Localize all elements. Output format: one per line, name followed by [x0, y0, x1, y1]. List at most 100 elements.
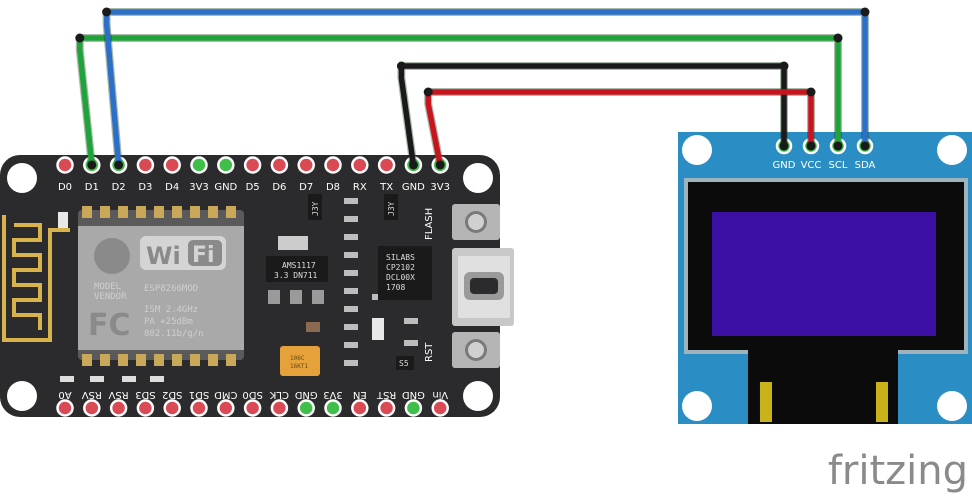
module-ism-label: ISM 2.4GHz: [144, 305, 198, 315]
pin-top-3v3: [192, 158, 207, 173]
pin-label-bottom: A0: [58, 389, 71, 400]
pin-label-top: D8: [326, 182, 340, 193]
usb-connector: [452, 248, 514, 326]
pin-label-top: D2: [112, 182, 126, 193]
pin-top-d8: [326, 158, 341, 173]
usb-chip-line4: 1708: [386, 283, 405, 292]
pin-bottom-gnd: [406, 401, 421, 416]
oled-pin-label: GND: [773, 160, 796, 171]
pin-bottom-rst: [379, 401, 394, 416]
esp8266-module: MODEL VENDOR Wi Fi ESP8266MOD FC ISM 2.4…: [78, 206, 244, 366]
wire-joint: [114, 161, 123, 170]
pin-label-bottom: RSV: [108, 389, 128, 400]
pin-label-top: TX: [379, 182, 393, 193]
pin-top-d4: [165, 158, 180, 173]
mount-hole: [7, 163, 37, 193]
oled-screen: [712, 212, 936, 336]
wire-joint: [834, 34, 843, 43]
pin-label-top: D1: [85, 182, 99, 193]
oled-pin-label: SCL: [829, 160, 848, 171]
usb-chip-line1: SILABS: [386, 253, 415, 262]
pin-label-top: D4: [165, 182, 179, 193]
pin-label-bottom: GND: [402, 389, 425, 400]
reset-button-label: RST: [424, 342, 435, 362]
mount-hole: [937, 135, 967, 165]
wire-joint: [807, 142, 816, 151]
module-vendor-label: VENDOR: [94, 292, 127, 302]
wifi-brand-accent: Fi: [192, 243, 215, 268]
reset-button[interactable]: [452, 332, 500, 368]
wire-joint: [75, 34, 84, 43]
pin-label-bottom: SD2: [162, 389, 182, 400]
fritzing-watermark: fritzing: [828, 448, 968, 494]
pin-bottom-gnd: [299, 401, 314, 416]
wire-joint: [861, 8, 870, 17]
pin-bottom-sd0: [245, 401, 260, 416]
pin-bottom-rsv: [84, 401, 99, 416]
oled-ribbon-edge: [876, 382, 888, 422]
wire-joint: [102, 8, 111, 17]
pin-label-top: RX: [353, 182, 367, 193]
module-name-label: ESP8266MOD: [144, 284, 198, 294]
pin-top-d0: [58, 158, 73, 173]
pin-top-d6: [272, 158, 287, 173]
regulator-line1: AMS1117: [282, 261, 316, 270]
cap-label: 106C: [290, 355, 305, 362]
pin-top-d3: [138, 158, 153, 173]
pin-label-top: D3: [138, 182, 152, 193]
wire-joint: [807, 88, 816, 97]
pin-label-bottom: EN: [353, 389, 367, 400]
wire-joint: [397, 62, 406, 71]
pin-label-top: D7: [299, 182, 313, 193]
pin-label-bottom: RST: [376, 389, 396, 400]
wifi-brand-text: Wi: [146, 242, 181, 270]
smd-mark-2: J3Y: [387, 201, 396, 216]
mount-hole: [682, 135, 712, 165]
pin-top-gnd: [218, 158, 233, 173]
wire-joint: [424, 88, 433, 97]
flash-button-label: FLASH: [424, 208, 435, 240]
pin-label-bottom: Vin: [432, 389, 448, 400]
pin-bottom-sd3: [138, 401, 153, 416]
pin-label-bottom: SD3: [135, 389, 155, 400]
pin-top-d5: [245, 158, 260, 173]
mount-hole: [937, 391, 967, 421]
pin-label-bottom: 3V3: [323, 389, 343, 400]
pin-bottom-3v3: [326, 401, 341, 416]
bottom-pin-header: A0RSVRSVSD3SD2SD1CMDSD0CLKGND3V3ENRSTGND…: [58, 389, 449, 416]
nodemcu-board: MODEL VENDOR Wi Fi ESP8266MOD FC ISM 2.4…: [0, 155, 514, 417]
pin-bottom-clk: [272, 401, 287, 416]
oled-ribbon-edge: [760, 382, 772, 422]
fcc-logo-icon: FC: [88, 308, 131, 343]
smd-mark-1: J3Y: [311, 201, 320, 216]
pin-top-rx: [352, 158, 367, 173]
pin-bottom-rsv: [111, 401, 126, 416]
mount-hole: [7, 381, 37, 411]
pin-label-top: D6: [272, 182, 286, 193]
cap-label-2: 16KT1: [290, 363, 308, 370]
wire-joint: [436, 161, 445, 170]
module-pa-label: PA +25dBm: [144, 317, 193, 327]
regulator-line2: 3.3 DN711: [274, 271, 318, 280]
wifi-logo-icon: [94, 238, 130, 274]
pin-top-tx: [379, 158, 394, 173]
pin-label-bottom: CMD: [214, 389, 238, 400]
wire-joint: [409, 161, 418, 170]
pin-label-top: GND: [214, 182, 237, 193]
pin-label-top: 3V3: [189, 182, 209, 193]
pin-label-top: 3V3: [430, 182, 450, 193]
pin-label-bottom: SD1: [189, 389, 209, 400]
pin-bottom-vin: [433, 401, 448, 416]
pin-bottom-a0: [58, 401, 73, 416]
module-std-label: 802.11b/g/n: [144, 329, 204, 339]
usb-chip-line3: DCL00X: [386, 273, 415, 282]
mount-hole: [463, 163, 493, 193]
smd-mark-3: S5: [399, 359, 409, 368]
pin-label-top: GND: [402, 182, 425, 193]
usb-chip-line2: CP2102: [386, 263, 415, 272]
wire-joint: [780, 142, 789, 151]
flash-button[interactable]: [452, 204, 500, 240]
pin-bottom-cmd: [218, 401, 233, 416]
wire-joint: [861, 142, 870, 151]
